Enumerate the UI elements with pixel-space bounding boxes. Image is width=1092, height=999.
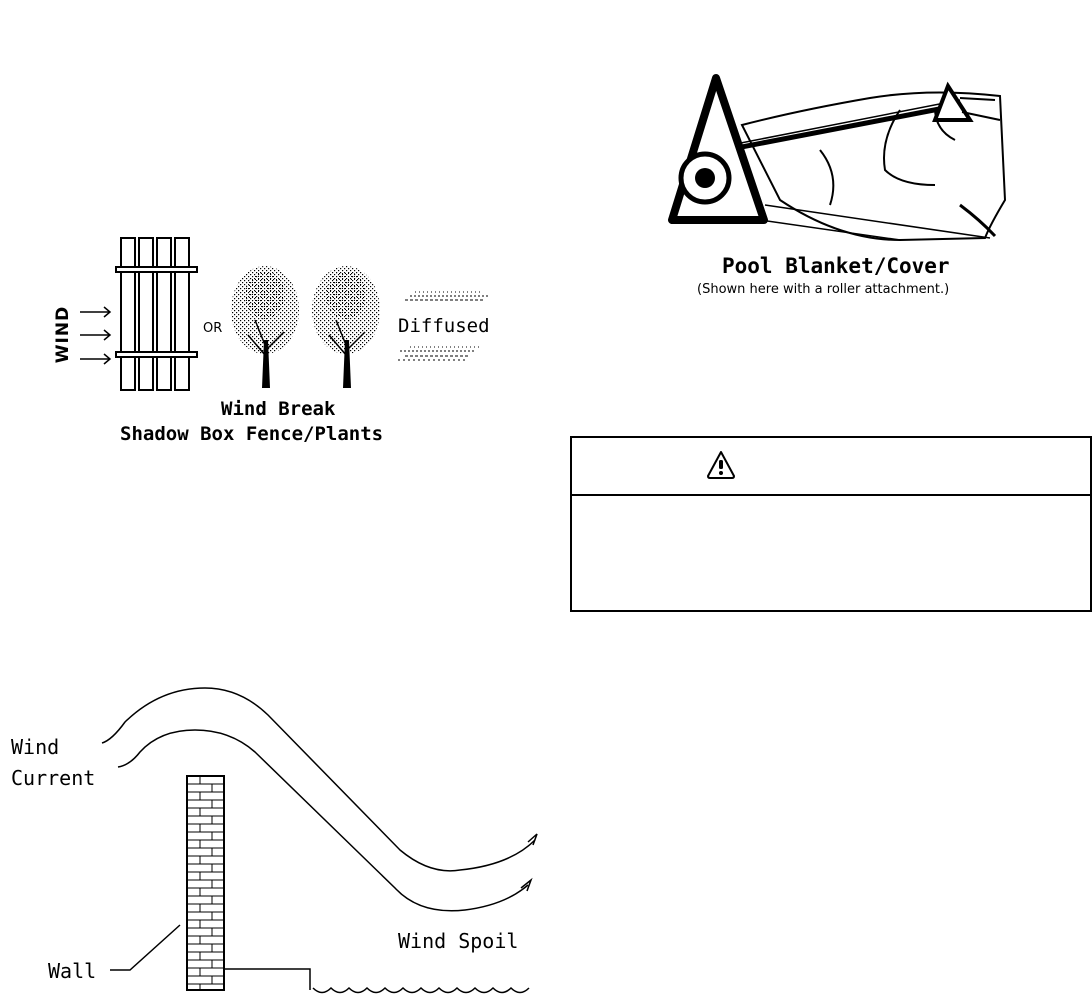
wall-pointer bbox=[110, 924, 181, 971]
diffused-label: Diffused bbox=[398, 315, 490, 337]
wall-label: Wall bbox=[48, 959, 97, 983]
pool-blanket-caption-title: Pool Blanket/Cover bbox=[722, 254, 950, 278]
warning-triangle-icon bbox=[707, 451, 735, 479]
warning-box bbox=[570, 436, 1092, 612]
tree-2 bbox=[312, 266, 380, 388]
wind-arrows bbox=[80, 306, 112, 365]
wind-current-label-line1: Wind bbox=[11, 735, 60, 759]
wind-current-arrows bbox=[101, 687, 538, 912]
shadow-box-fence bbox=[115, 237, 198, 391]
wind-spoil-label: Wind Spoil bbox=[398, 929, 519, 953]
roller-frame-far bbox=[932, 81, 974, 122]
water-surface bbox=[312, 986, 530, 994]
pool-blanket-illustration bbox=[668, 74, 1007, 242]
wind-break-caption-line1: Wind Break bbox=[221, 398, 336, 420]
wind-current-label-line2: Current bbox=[11, 766, 96, 790]
tree-1 bbox=[231, 266, 299, 388]
pool-blanket-caption-subtitle: (Shown here with a roller attachment.) bbox=[697, 282, 950, 297]
or-label: OR bbox=[203, 321, 223, 336]
warning-header bbox=[572, 438, 1090, 496]
brick-wall bbox=[186, 775, 225, 991]
pool-edge bbox=[224, 968, 311, 990]
wind-break-illustration bbox=[80, 237, 490, 391]
diffused-wind-marks bbox=[398, 291, 490, 361]
wind-break-caption-line2: Shadow Box Fence/Plants bbox=[120, 423, 384, 445]
